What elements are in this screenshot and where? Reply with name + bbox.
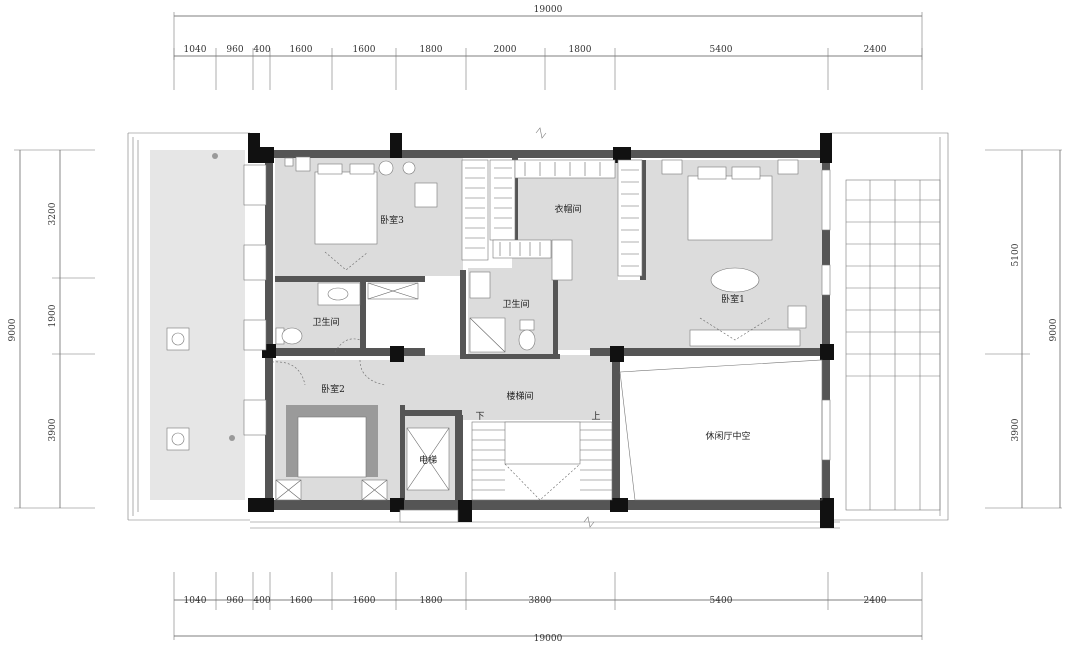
- room-label-bath-left: 卫生间: [312, 316, 339, 328]
- stairwell: 楼梯间 下 上: [471, 390, 613, 501]
- columns: [248, 133, 834, 528]
- bottom-dimensions: 1040 960 400 1600 1600 1800 3800 5400 24…: [173, 572, 923, 644]
- top-dimension-9: 5400: [710, 45, 733, 55]
- top-dimensions: 19000 1040 960 400 1600 1600 1800 2000 1…: [173, 5, 923, 90]
- room-label-bedroom3: 卧室3: [380, 214, 404, 226]
- top-dimension-10: 2400: [864, 45, 887, 55]
- stair-label-up: 上: [591, 411, 600, 422]
- bottom-dimension-3: 400: [253, 596, 270, 606]
- break-marks: [535, 127, 595, 528]
- bottom-dimension-2: 960: [226, 596, 243, 606]
- room-label-lounge-void: 休闲厅中空: [705, 430, 750, 442]
- room-label-bedroom2: 卧室2: [321, 383, 345, 395]
- right-dimension-1: 5100: [1011, 243, 1021, 266]
- left-dimension-1: 3200: [48, 202, 58, 225]
- top-dimension-4: 1600: [290, 45, 313, 55]
- windows: [243, 164, 831, 461]
- bedroom2: 卧室2: [271, 359, 388, 501]
- right-pergola: [845, 179, 941, 511]
- top-dimension-8: 1800: [569, 45, 592, 55]
- lounge-void: 休闲厅中空: [619, 359, 823, 501]
- right-dimensions: 5100 3900 9000: [985, 149, 1062, 509]
- left-dimension-3: 3900: [48, 418, 58, 441]
- room-label-bedroom1: 卧室1: [721, 293, 745, 305]
- bedroom1: 卧室1: [661, 159, 807, 347]
- bottom-dimension-7: 3800: [529, 596, 552, 606]
- top-dimension-2: 960: [226, 45, 243, 55]
- bottom-dimension-6: 1800: [420, 596, 443, 606]
- top-total-dimension: 19000: [534, 5, 563, 15]
- left-balcony: [150, 150, 245, 500]
- bedroom3: 卧室3: [284, 156, 438, 271]
- elevator: 电梯: [399, 427, 459, 523]
- left-total-dimension: 9000: [8, 318, 18, 341]
- right-dimension-2: 3900: [1011, 418, 1021, 441]
- left-dimensions: 9000 3200 1900 3900: [8, 149, 95, 509]
- right-total-dimension: 9000: [1049, 318, 1059, 341]
- room-label-stairwell: 楼梯间: [506, 390, 533, 402]
- left-dimension-2: 1900: [48, 304, 58, 327]
- bottom-dimension-8: 5400: [710, 596, 733, 606]
- room-label-closet: 衣帽间: [554, 203, 581, 215]
- top-dimension-1: 1040: [184, 45, 207, 55]
- bottom-dimension-5: 1600: [353, 596, 376, 606]
- bottom-dimension-9: 2400: [864, 596, 887, 606]
- top-dimension-6: 1800: [420, 45, 443, 55]
- site-outline: [127, 132, 949, 529]
- top-dimension-5: 1600: [353, 45, 376, 55]
- room-label-elevator: 电梯: [419, 454, 437, 466]
- room-label-bath-mid: 卫生间: [502, 298, 529, 310]
- closet: 衣帽间: [461, 159, 643, 281]
- top-dimension-3: 400: [253, 45, 270, 55]
- bottom-dimension-1: 1040: [184, 596, 207, 606]
- bottom-dimension-4: 1600: [290, 596, 313, 606]
- bottom-total-dimension: 19000: [534, 634, 563, 644]
- bath-left: 卫生间: [275, 282, 419, 353]
- bath-mid: 卫生间: [469, 271, 536, 353]
- stair-label-down: 下: [475, 412, 484, 422]
- top-dimension-7: 2000: [494, 45, 517, 55]
